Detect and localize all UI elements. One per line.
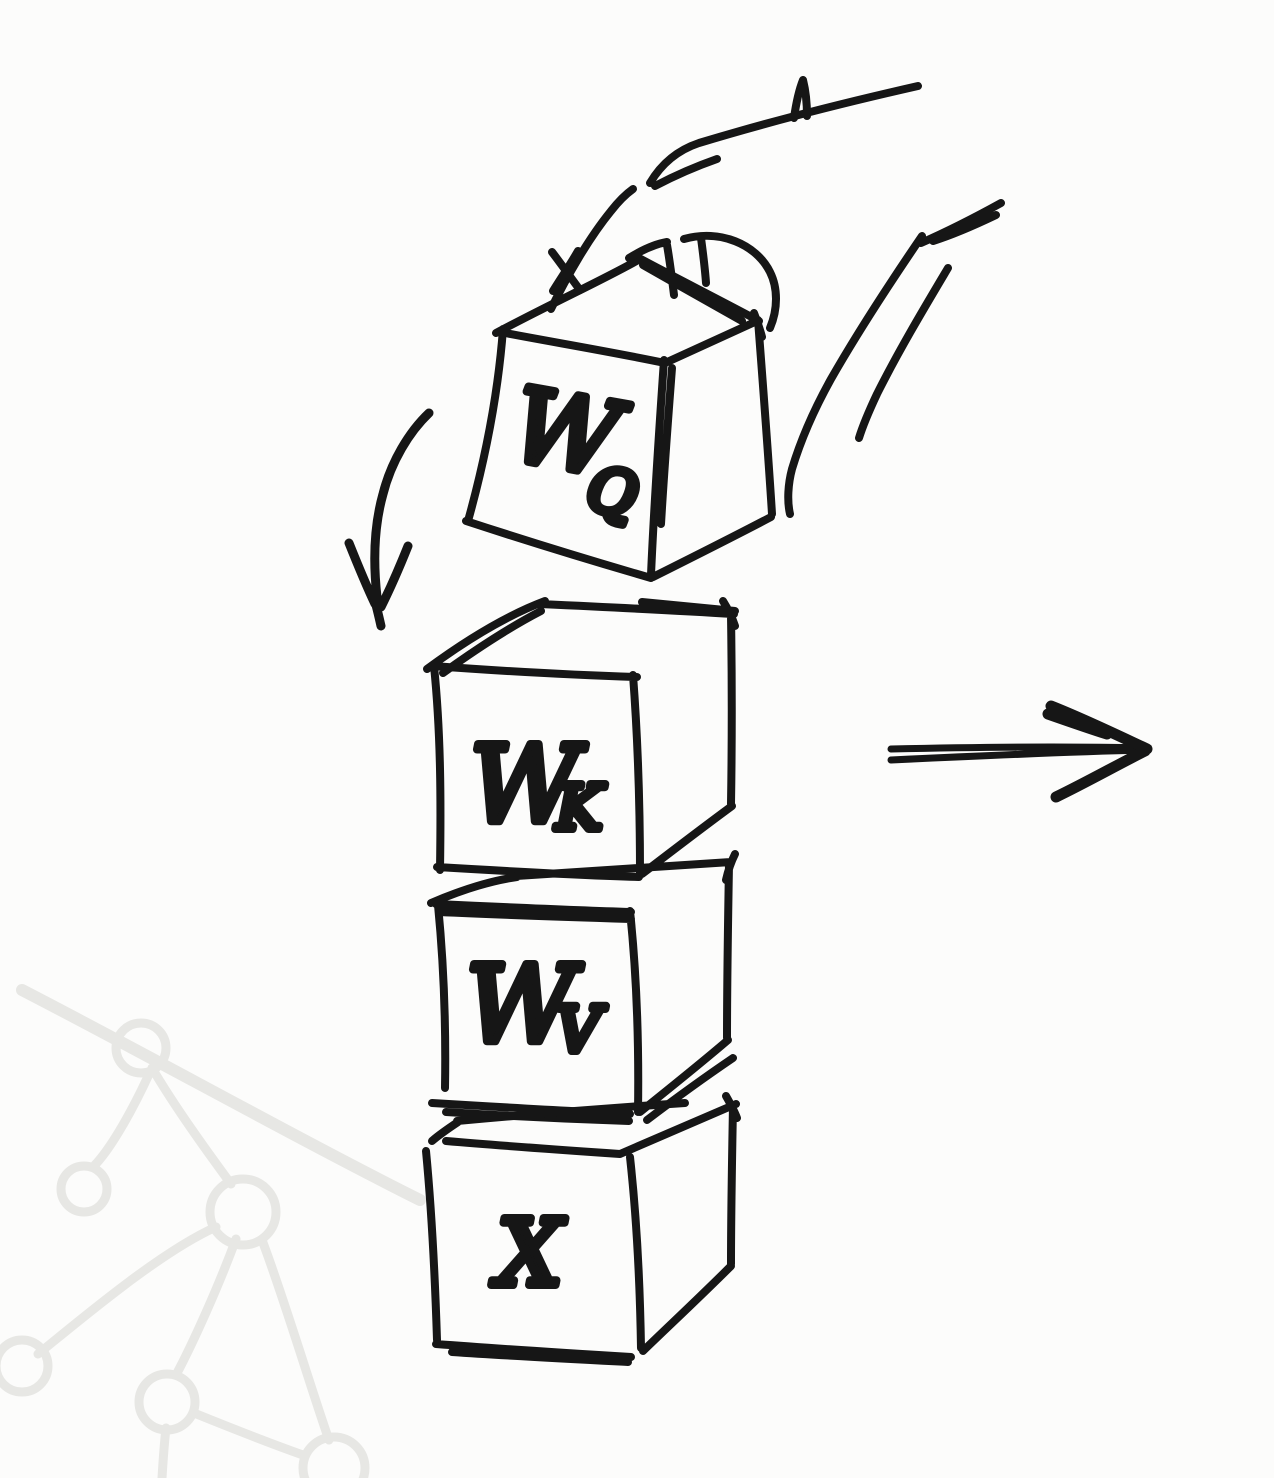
- cube-wv-label-main: W: [466, 943, 583, 1066]
- hand-outline: [547, 82, 1005, 518]
- faint-line-stroke: [16, 984, 426, 1206]
- cube-wq: W Q: [462, 253, 776, 582]
- cube-wq-edges: [462, 253, 776, 582]
- network-edges: [33, 1063, 334, 1478]
- right-arrow-head: [1042, 700, 1153, 803]
- right-arrow-icon: [887, 700, 1153, 803]
- cube-wq-label: W Q: [500, 362, 647, 536]
- network-node: [0, 1335, 53, 1397]
- down-arrow-strokes: [344, 408, 434, 631]
- cube-x-label: X: [487, 1196, 570, 1311]
- cube-x-edges: [422, 1092, 741, 1366]
- cube-wk-label-sub: K: [555, 771, 606, 844]
- cube-x: X: [422, 1092, 741, 1366]
- cube-wv-label: W V: [462, 939, 611, 1070]
- network-node: [111, 1018, 171, 1078]
- cube-wk: W K: [423, 597, 739, 881]
- faint-diagonal-line: [16, 984, 426, 1206]
- cube-wk-label: W K: [466, 719, 610, 850]
- cube-wk-label-main: W: [470, 723, 587, 846]
- network-node: [56, 1161, 112, 1217]
- cube-x-label-main: X: [491, 1200, 566, 1307]
- network-node: [298, 1432, 370, 1478]
- right-arrow-shaft: [887, 743, 1152, 764]
- network-node: [134, 1369, 200, 1435]
- curved-down-arrow-icon: [344, 408, 434, 631]
- hand-icon: [547, 76, 1005, 518]
- hand-finger-details: [548, 76, 811, 332]
- cube-wv: W V: [427, 850, 739, 1125]
- network-graph-sketch-icon: [0, 1018, 370, 1478]
- network-node: [205, 1174, 281, 1250]
- cube-wv-label-sub: V: [556, 993, 607, 1066]
